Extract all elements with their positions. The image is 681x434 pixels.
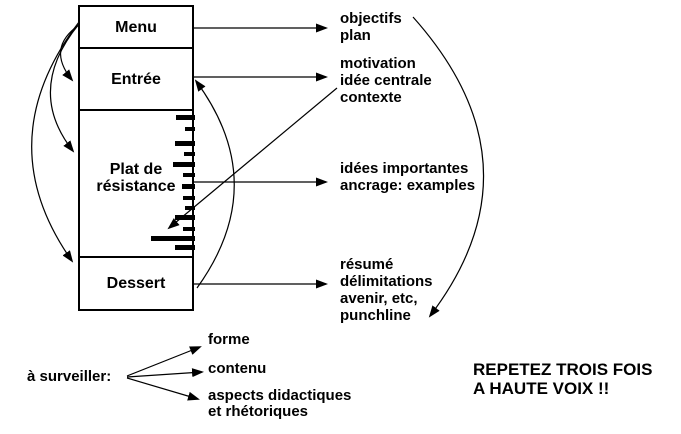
curve-menu-to-entree (59, 24, 80, 82)
course-cell-menu: Menu (115, 18, 157, 36)
content-line-bar (173, 162, 195, 167)
course-cell-dessert: Dessert (106, 275, 166, 292)
diagram-arrows (31, 16, 485, 401)
content-line-bar (182, 184, 195, 189)
course-cell-plat: Plat de résistance (96, 160, 176, 195)
curve-menu-to-plat (49, 23, 80, 153)
content-line-bar (176, 115, 195, 120)
arrow-contexte-to-content-lines (167, 87, 338, 230)
arrow-watch-to-contenu (126, 368, 204, 378)
content-line-bar (183, 227, 195, 231)
annotation-entree: motivation idée centrale contexte (340, 55, 432, 106)
annotation-dessert: résumé délimitations avenir, etc, punchl… (340, 256, 433, 324)
content-line-bar (183, 196, 195, 200)
content-line-bar (185, 127, 195, 131)
arc-objectifs-to-punchline (412, 16, 485, 318)
course-box (78, 5, 194, 311)
watch-item-aspects: aspects didactiques et rhétoriques (208, 387, 352, 420)
content-line-bar (175, 141, 195, 146)
content-line-bar (184, 152, 195, 156)
reminder-note: REPETEZ TROIS FOIS A HAUTE VOIX !! (473, 360, 653, 398)
content-line-bar (175, 215, 195, 220)
content-line-bar (151, 236, 195, 241)
watch-label: à surveiller: (27, 368, 112, 385)
curve-menu-to-dessert (31, 21, 80, 263)
curve-dessert-to-entree (194, 79, 235, 289)
watch-item-contenu: contenu (208, 360, 267, 377)
watch-item-forme: forme (208, 331, 250, 348)
arrow-watch-to-forme (126, 346, 202, 377)
annotation-menu: objectifs plan (340, 10, 402, 44)
arrow-watch-to-aspects (126, 377, 200, 401)
content-line-bar (175, 245, 195, 250)
content-lines-doodle (151, 115, 195, 250)
content-line-bar (183, 173, 195, 177)
content-line-bar (185, 206, 195, 210)
annotation-plat: idées importantes ancrage: examples (340, 160, 476, 194)
course-box-outline (78, 5, 194, 311)
course-cell-entree: Entrée (111, 70, 161, 88)
